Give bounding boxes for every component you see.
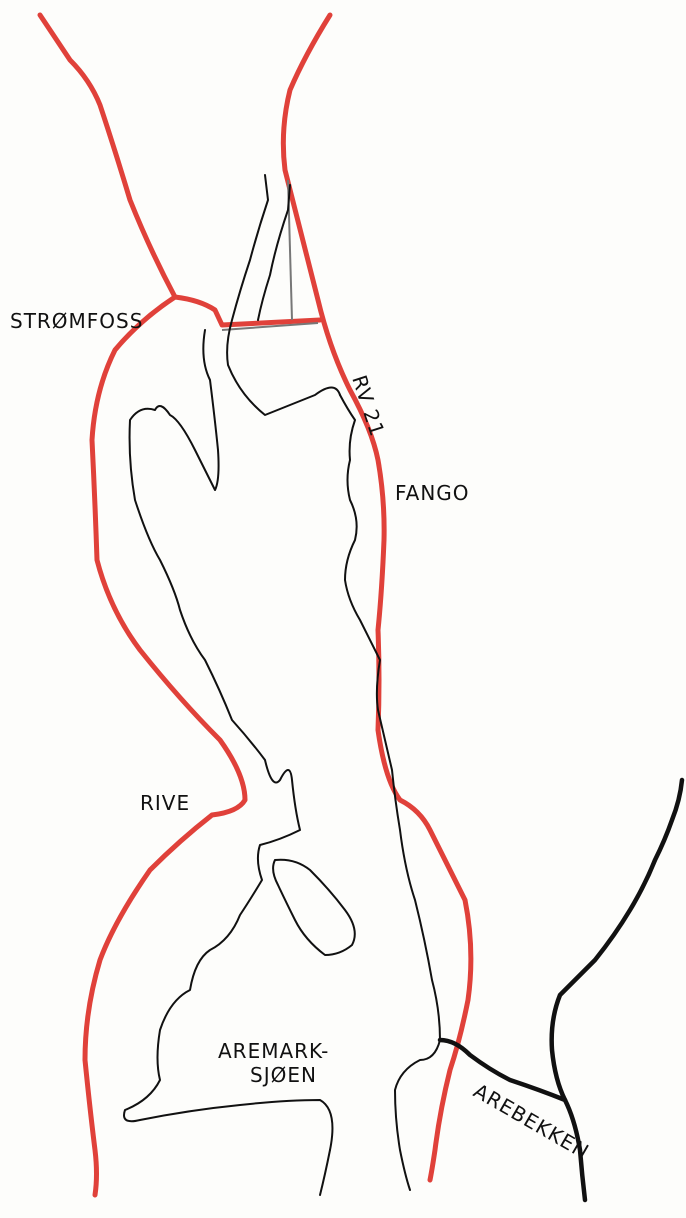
shoreline-west xyxy=(123,329,334,1151)
river-arebekken-main xyxy=(437,1037,588,1203)
label-aremarksjoen-2: SJØEN xyxy=(250,1063,317,1087)
road-west-south xyxy=(82,294,248,1198)
road-rv21 xyxy=(280,12,474,1183)
island xyxy=(272,858,356,956)
bridge-stromfoss xyxy=(221,322,319,331)
river-arebekken-north xyxy=(549,777,685,1103)
label-rv21: RV 21 xyxy=(347,372,389,440)
shoreline-east xyxy=(339,394,441,1191)
arebekken-river xyxy=(437,777,685,1203)
road-stromfoss-east xyxy=(172,294,323,328)
lake-shoreline xyxy=(123,174,441,1196)
roads xyxy=(37,12,474,1198)
label-fango: FANGO xyxy=(395,481,470,505)
shoreline-south-inlet xyxy=(319,1149,331,1196)
river-channel-east xyxy=(257,184,291,321)
label-rive: RIVE xyxy=(140,791,190,815)
label-stromfoss: STRØMFOSS xyxy=(10,309,143,333)
road-west-north xyxy=(37,12,178,300)
label-aremarksjoen-1: ARЕMARK- xyxy=(218,1039,329,1063)
river-channel-west xyxy=(226,174,341,416)
